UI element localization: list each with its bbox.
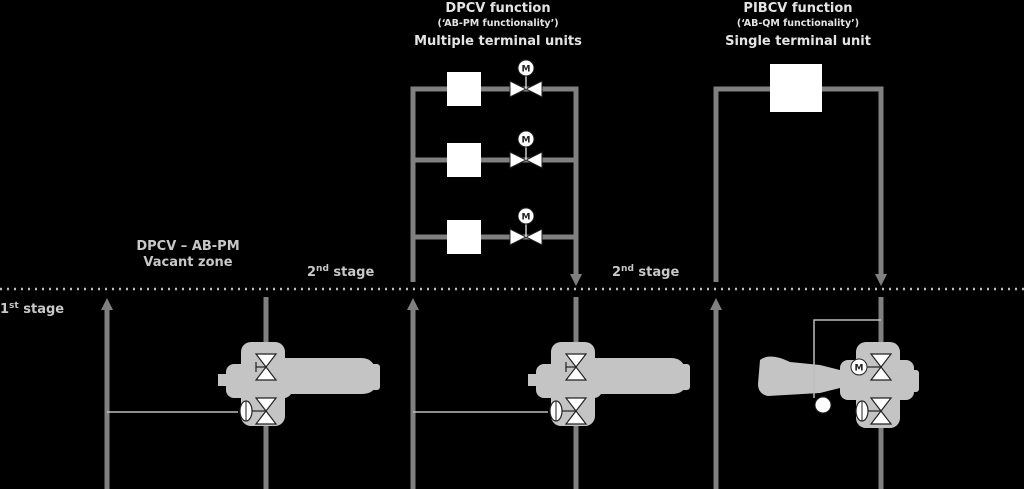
- valve-icon: [255, 353, 277, 381]
- arrow-down-icon: [875, 274, 887, 286]
- valve-icon: [565, 353, 587, 381]
- dpcv-subtitle: (‘AB-PM functionality’): [437, 18, 558, 29]
- terminal-unit-icon: [770, 64, 822, 112]
- capillary-tube: [813, 319, 881, 398]
- arrow-up-icon: [101, 298, 113, 310]
- vacant-zone-caption: Vacant zone: [143, 255, 232, 270]
- sensor-icon: [814, 396, 832, 414]
- svg-text:M: M: [522, 65, 531, 75]
- dp-controller-icon: [239, 397, 277, 425]
- motorized-valve-icon: M: [509, 59, 543, 98]
- riser-pipe: [410, 86, 579, 282]
- svg-text:M: M: [522, 136, 531, 146]
- dp-controller-icon: [549, 397, 587, 425]
- vacant-zone-group: [101, 297, 380, 489]
- dp-controller-icon: [855, 397, 892, 425]
- pibcv-subtitle: (‘AB-QM functionality’): [737, 18, 859, 29]
- terminal-unit-icon: [447, 72, 481, 106]
- arrow-up-icon: [407, 298, 419, 310]
- pibcv-caption: Single terminal unit: [725, 34, 871, 49]
- arrow-down-icon: [570, 274, 582, 286]
- svg-text:M: M: [855, 364, 864, 374]
- dpcv-caption: Multiple terminal units: [414, 34, 582, 49]
- motorized-valve-icon: M: [850, 353, 892, 381]
- pibcv-title: PIBCV function: [743, 1, 852, 16]
- svg-text:M: M: [522, 213, 531, 223]
- terminal-unit-icon: [447, 143, 481, 177]
- stage1-label: 1st stage: [0, 301, 64, 317]
- stage2-right-label: 2nd stage: [612, 264, 679, 280]
- motorized-valve-icon: M: [509, 130, 543, 169]
- dpcv-title: DPCV function: [445, 1, 550, 16]
- riser-pipe: [713, 86, 884, 282]
- arrow-up-icon: [710, 298, 722, 310]
- pibcv-group: M: [710, 64, 919, 489]
- pibcv-body-icon: [758, 342, 919, 428]
- stage2-left-label: 2nd stage: [307, 264, 374, 280]
- vacant-zone-title: DPCV – AB-PM: [136, 239, 239, 254]
- terminal-unit-icon: [447, 220, 481, 254]
- dpcv-group: M M M: [407, 59, 690, 489]
- motorized-valve-icon: M: [509, 207, 543, 246]
